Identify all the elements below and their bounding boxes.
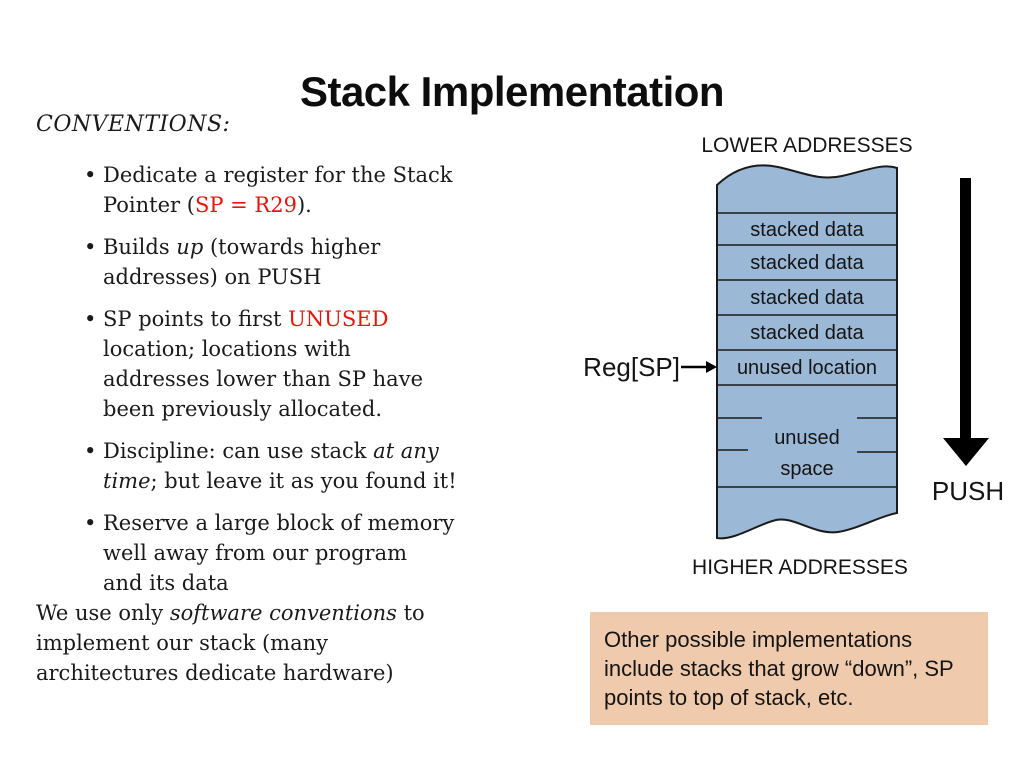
page-title: Stack Implementation [299,68,725,116]
bullet-segment: ). [296,193,312,217]
bullet-segment: Builds [103,235,177,259]
conventions-heading: CONVENTIONS: [36,112,231,137]
stack-partial-lines [717,417,897,453]
lower-addresses-label: LOWER ADDRESSES [701,134,913,157]
stack-row-label: stacked data [750,219,864,241]
bullet-segment: ; but leave it as you found it! [150,469,457,493]
bullet-segment: (towards higher addresses) on PUSH [103,235,381,289]
bullet-segment-red: UNUSED [288,307,389,331]
bullet-segment-italic: up [176,235,204,259]
footer-segment-italic: software conventions [169,601,397,625]
push-arrow-shaft [960,178,971,440]
stack-diagram: stacked data stacked data stacked data s… [716,164,898,540]
bullet-builds-up: Builds up (towards higher addresses) on … [36,232,581,292]
bullet-segment: SP points to first [103,307,289,331]
stack-row-label: unused location [737,357,877,379]
other-implementations-note: Other possible implementations include s… [590,612,988,725]
bullet-reserve-block: Reserve a large block of memory well awa… [36,508,581,598]
bullet-segment-red: SP = R29 [194,193,297,217]
footer-segment: We use only [36,601,170,625]
conventions-section: CONVENTIONS: Dedicate a register for the… [36,110,581,688]
bullet-segment: Dedicate a register for the Stack Pointe… [103,163,453,217]
bullet-segment-italic: at any time [103,439,439,493]
bullet-segment: location; locations with addresses lower… [103,337,423,421]
bullet-sp-points: SP points to first UNUSED location; loca… [36,304,581,424]
reg-sp-label: Reg[SP] [583,352,680,382]
stack-row-lines [717,212,897,488]
sp-pointer-arrow-icon [681,361,717,373]
bullet-discipline: Discipline: can use stack at any time; b… [36,436,581,496]
unused-space-label: space [780,458,833,480]
bullet-dedicate-register: Dedicate a register for the Stack Pointe… [36,160,581,220]
bullet-segment: Reserve a large block of memory well awa… [103,511,455,595]
higher-addresses-label: HIGHER ADDRESSES [692,556,908,579]
stack-outline [716,164,898,540]
software-conventions-note: We use only software conventions to impl… [36,598,581,688]
unused-space-label: unused [774,427,840,449]
push-label: PUSH [931,476,1005,506]
stack-row-label: stacked data [750,252,864,274]
push-arrow-head-icon [943,438,989,466]
stack-row-label: stacked data [750,322,864,344]
conventions-list: Dedicate a register for the Stack Pointe… [36,160,581,598]
footer-segment: to implement our stack (many architectur… [36,601,425,685]
stack-row-label: stacked data [750,287,864,309]
bullet-segment: Discipline: can use stack [103,439,374,463]
